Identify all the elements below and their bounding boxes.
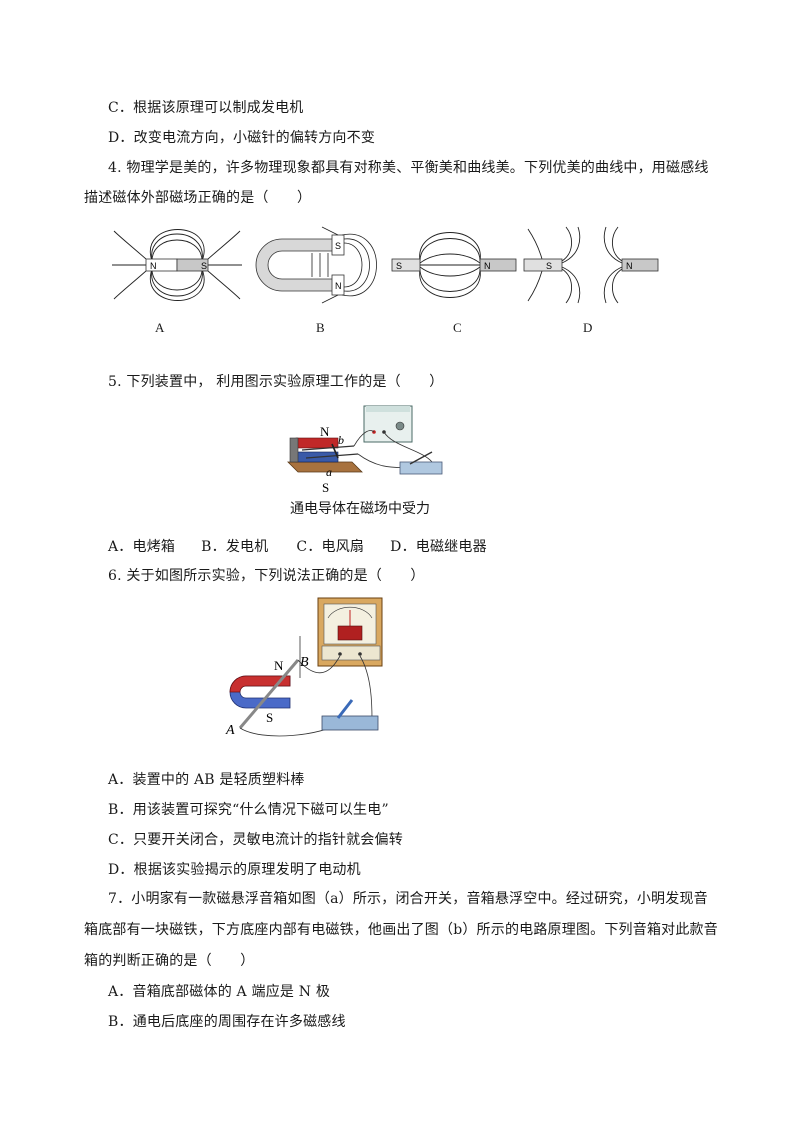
q5-option-b: B．发电机 — [201, 539, 269, 555]
q5-fig-s-label: S — [322, 480, 329, 495]
q4-figure-b: S N — [255, 226, 377, 304]
q6-fig-a-label: A — [225, 723, 235, 738]
q4-figure-d: S N — [523, 226, 659, 304]
q4-a-n-pole: N — [150, 261, 157, 271]
q5-option-c: C．电风扇 — [296, 539, 365, 555]
q4-c-n-pole: N — [484, 261, 491, 271]
q5-fig-b-label: b — [338, 433, 344, 447]
q4-c-s-pole: S — [396, 261, 402, 271]
q4-a-s-pole: S — [201, 261, 207, 271]
q6-fig-b-label: B — [300, 655, 309, 670]
q4-d-s-pole: S — [546, 261, 552, 271]
q7-stem-line3: 箱的判断正确的是（ ） — [84, 953, 255, 969]
q5-fig-a-label: a — [326, 465, 332, 479]
q6-option-a: A．装置中的 AB 是轻质塑料棒 — [108, 772, 305, 788]
q6-option-c: C．只要开关闭合，灵敏电流计的指针就会偏转 — [108, 832, 403, 848]
q7-stem-line2: 箱底部有一块磁铁，下方底座内部有电磁铁，他画出了图（b）所示的电路原理图。下列音… — [84, 922, 718, 938]
q7-option-b: B．通电后底座的周围存在许多磁感线 — [108, 1014, 346, 1030]
q5-option-d: D．电磁继电器 — [390, 539, 487, 555]
q4-stem-line1: 4. 物理学是美的，许多物理现象都具有对称美、平衡美和曲线美。下列优美的曲线中，… — [108, 160, 709, 176]
q6-option-b: B．用该装置可探究“什么情况下磁可以生电” — [108, 802, 389, 818]
q7-stem-line1: 7．小明家有一款磁悬浮音箱如图（a）所示，闭合开关，音箱悬浮空中。经过研究，小明… — [108, 891, 708, 907]
q6-stem: 6. 关于如图所示实验，下列说法正确的是（ ） — [108, 568, 425, 584]
q4-label-c: C — [453, 320, 462, 335]
q5-figure: N S b a — [287, 405, 443, 495]
q4-b-n-pole: N — [335, 281, 342, 291]
q6-figure: N S B A — [225, 597, 383, 738]
q5-figure-caption: 通电导体在磁场中受力 — [290, 501, 430, 517]
q4-figure-c: S N — [391, 232, 517, 298]
q5-stem: 5. 下列装置中， 利用图示实验原理工作的是（ ） — [108, 374, 444, 390]
q3-option-d: D．改变电流方向，小磁针的偏转方向不变 — [108, 130, 376, 146]
q5-fig-n-label: N — [320, 424, 330, 439]
q4-label-a: A — [155, 320, 165, 335]
q4-label-b: B — [316, 320, 325, 335]
q4-figure-a: N S — [112, 229, 242, 301]
q4-d-n-pole: N — [626, 261, 633, 271]
q6-fig-n-label: N — [274, 658, 284, 673]
q4-stem-line2: 描述磁体外部磁场正确的是（ ） — [84, 190, 312, 206]
q5-options: A．电烤箱 B．发电机 C．电风扇 D．电磁继电器 — [108, 537, 487, 557]
q5-option-a: A．电烤箱 — [108, 539, 176, 555]
q6-fig-s-label: S — [266, 710, 273, 725]
q4-b-s-pole: S — [335, 241, 341, 251]
q7-option-a: A．音箱底部磁体的 A 端应是 N 极 — [108, 984, 331, 1000]
q4-label-d: D — [583, 320, 593, 335]
q3-option-c: C．根据该原理可以制成发电机 — [108, 100, 304, 116]
q6-option-d: D．根据该实验揭示的原理发明了电动机 — [108, 862, 361, 878]
